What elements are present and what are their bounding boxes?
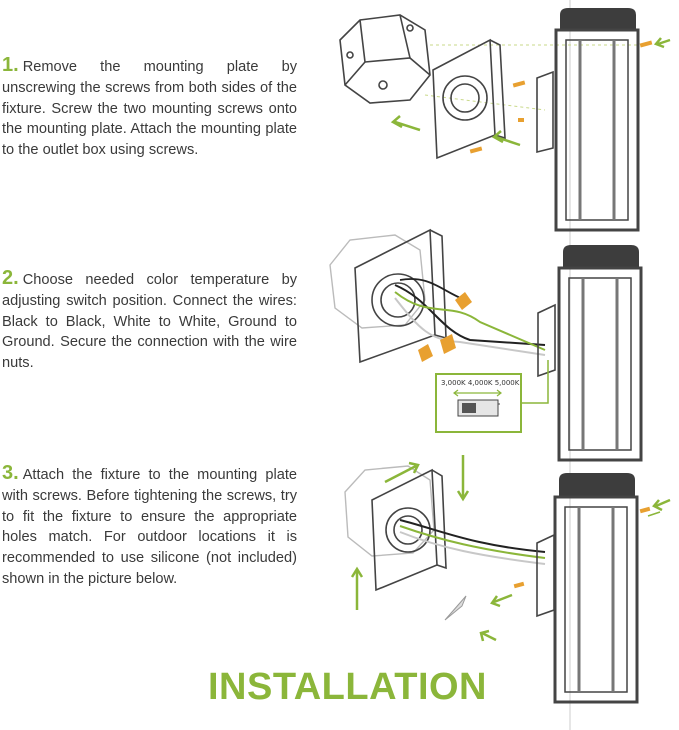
step-2-text: Choose needed color temperature by adjus… bbox=[2, 272, 297, 372]
step-2-number: 2. bbox=[2, 267, 19, 289]
fixture-bracket-1 bbox=[536, 70, 554, 154]
outlet-box-1 bbox=[339, 14, 431, 104]
step-3-number: 3. bbox=[2, 462, 19, 484]
black-wire bbox=[394, 284, 546, 346]
fixture-1 bbox=[554, 8, 640, 232]
step-3-illustration bbox=[344, 455, 671, 704]
mounting-plate-1 bbox=[432, 38, 506, 160]
outlet-box-2 bbox=[329, 234, 426, 329]
white-wire bbox=[394, 297, 546, 356]
step-1-illustration bbox=[339, 8, 671, 232]
silicone-tube bbox=[444, 595, 467, 621]
step-2-illustration: 3,000K 4,000K 5,000K bbox=[329, 228, 643, 462]
step-1-instructions: 1.Remove the mounting plate by unscrewin… bbox=[2, 55, 297, 161]
fixture-2 bbox=[557, 245, 643, 462]
switch-options-label: 3,000K 4,000K 5,000K bbox=[441, 379, 520, 387]
arrows-1 bbox=[390, 37, 671, 147]
white-wire-3 bbox=[399, 531, 546, 565]
step-1-text: Remove the mounting plate by unscrewing … bbox=[2, 59, 297, 159]
step-2-instructions: 2.Choose needed color temperature by adj… bbox=[2, 268, 297, 374]
mounting-plate-2 bbox=[354, 228, 447, 364]
installation-title: INSTALLATION bbox=[208, 666, 487, 708]
wire-nuts bbox=[418, 292, 472, 362]
ground-wire-3 bbox=[399, 525, 546, 559]
step-3-text: Attach the fixture to the mounting plate… bbox=[2, 467, 297, 587]
arrows-3 bbox=[350, 455, 671, 642]
fixture-3 bbox=[553, 473, 639, 704]
black-wire-3 bbox=[399, 519, 546, 553]
fixture-bracket-3 bbox=[536, 533, 555, 618]
screws-3 bbox=[513, 506, 651, 589]
color-temperature-switch: 3,000K 4,000K 5,000K bbox=[435, 360, 549, 433]
step-1-number: 1. bbox=[2, 54, 19, 76]
ground-wire bbox=[394, 291, 546, 351]
step-3-instructions: 3.Attach the fixture to the mounting pla… bbox=[2, 463, 297, 590]
fixture-bracket-2 bbox=[537, 303, 556, 378]
screws-1 bbox=[469, 40, 653, 154]
mounting-plate-3 bbox=[371, 468, 447, 592]
